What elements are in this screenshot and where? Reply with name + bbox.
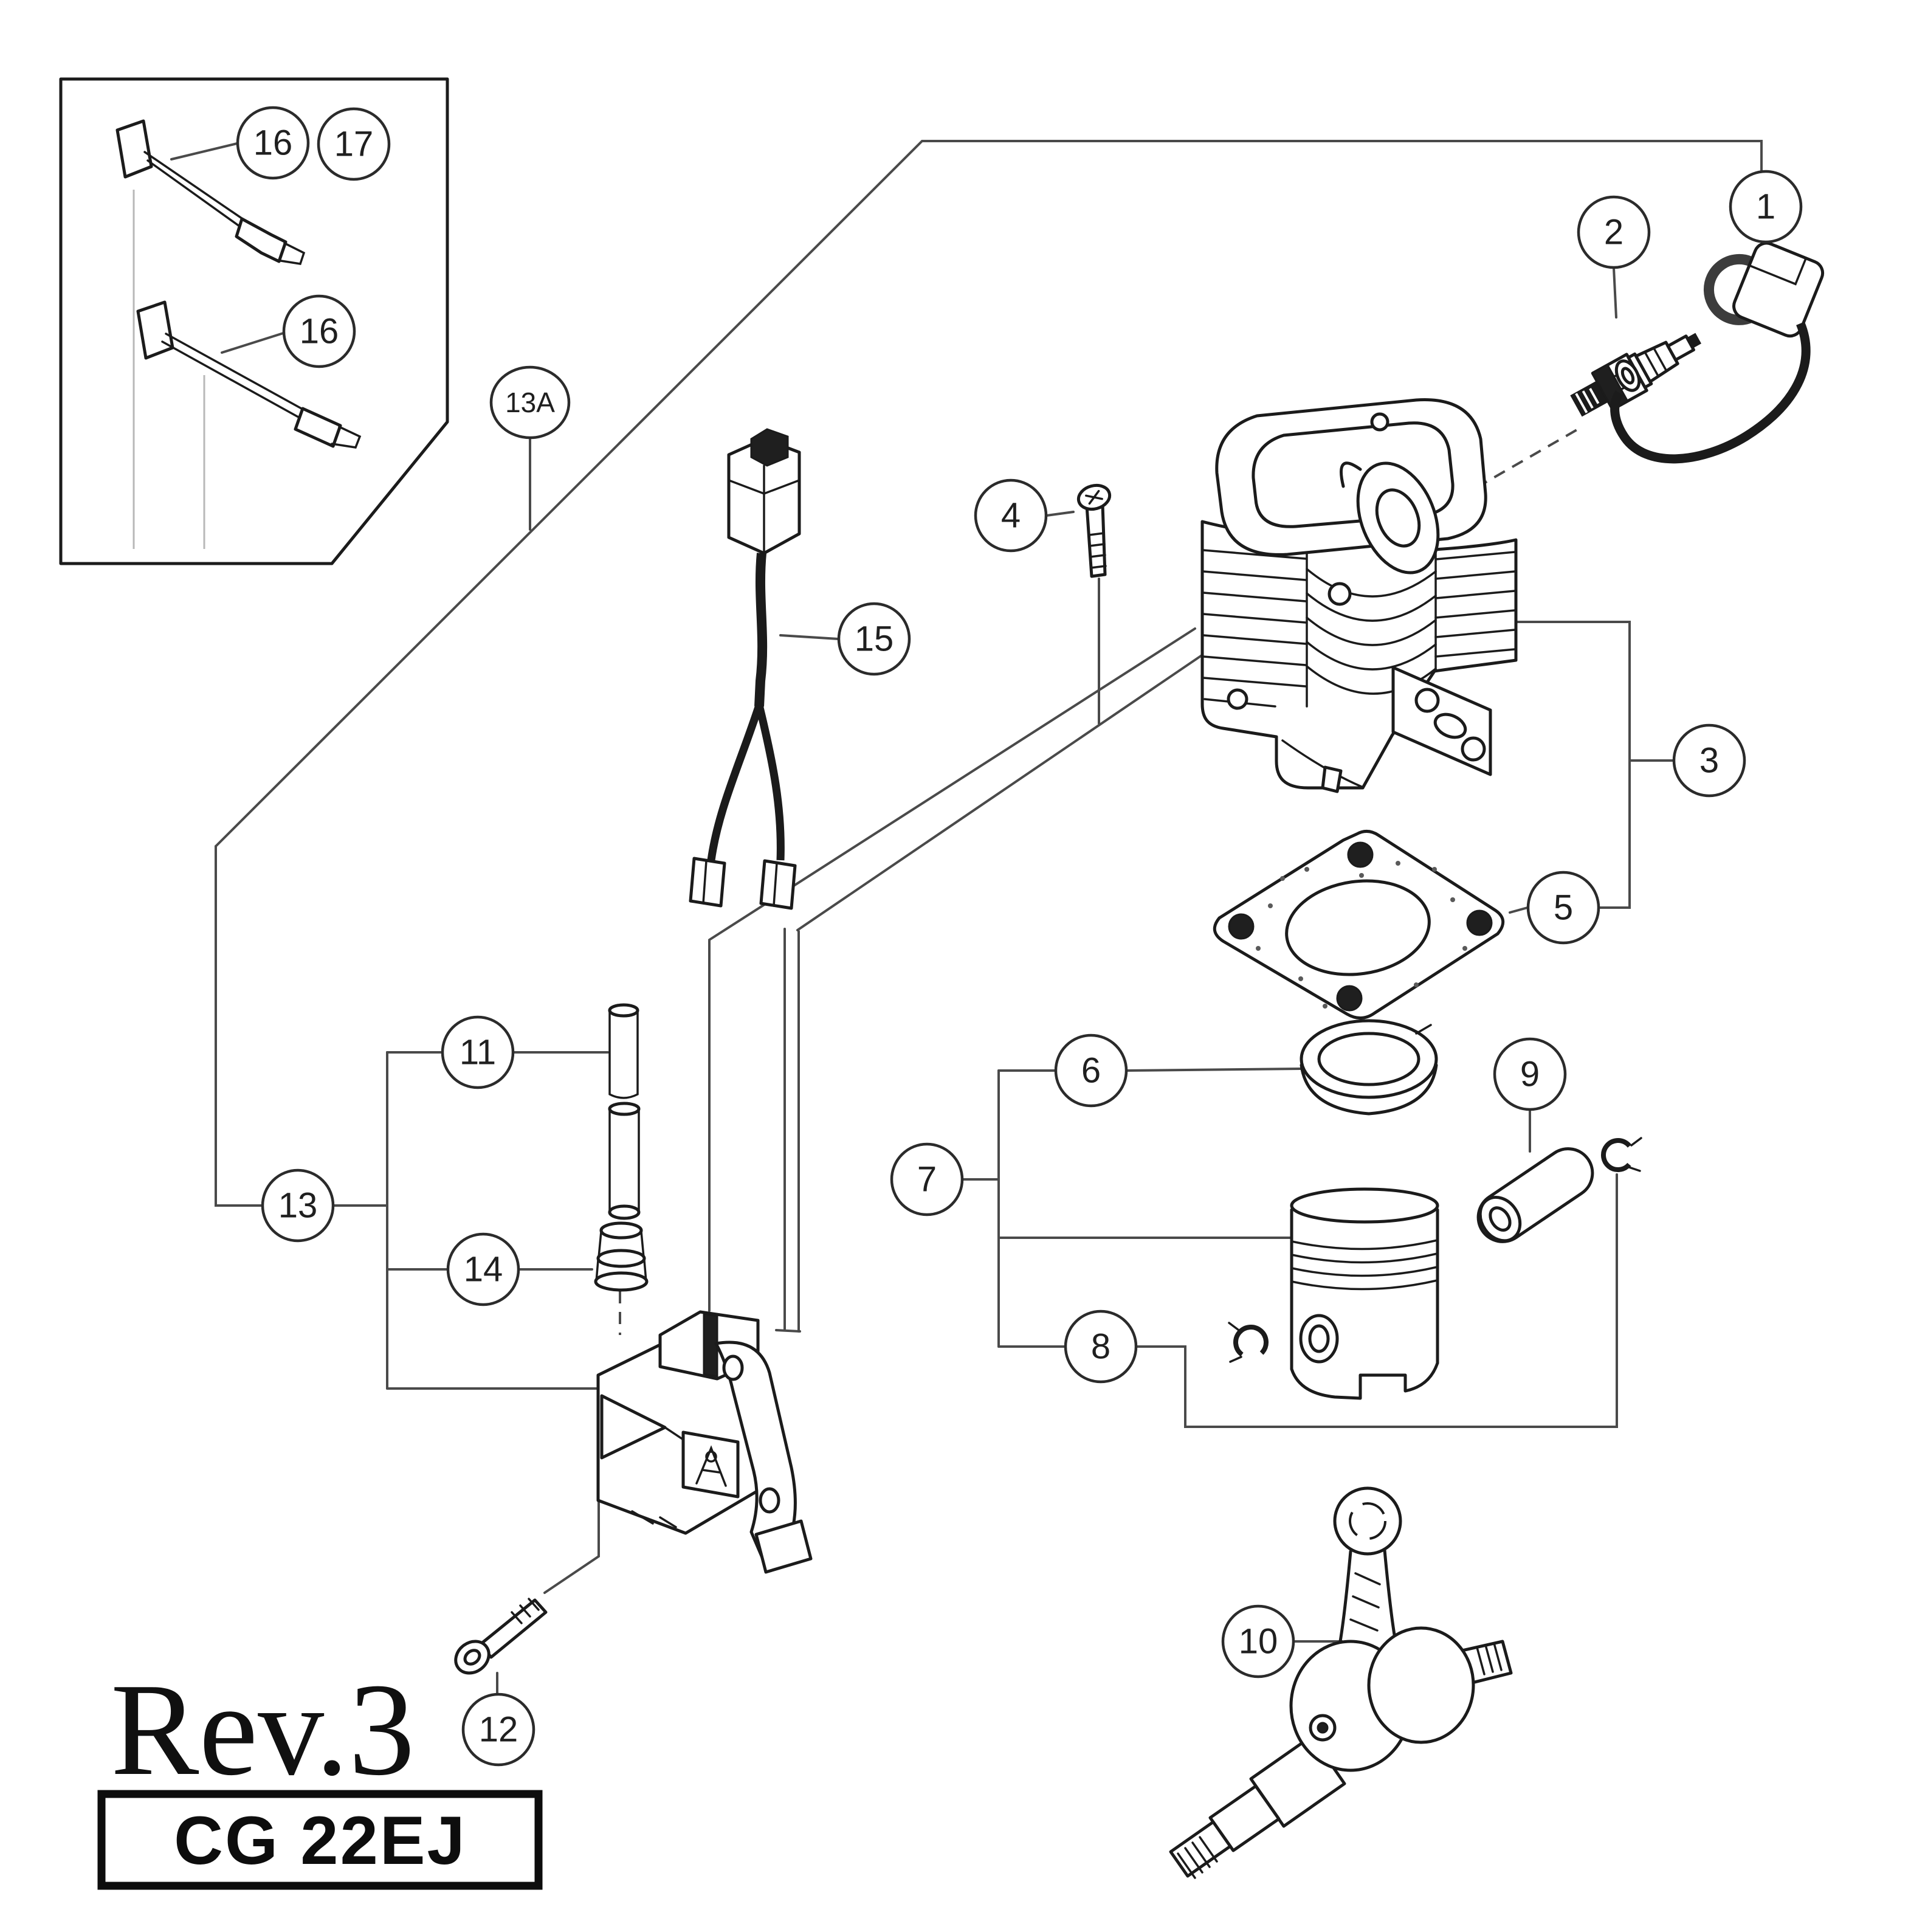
svg-text:13A: 13A — [505, 387, 555, 418]
grommet-illustration — [594, 1221, 649, 1292]
circlip-illustration-right — [1601, 1137, 1642, 1172]
crankshaft-illustration — [1169, 1486, 1513, 1879]
piston-ring-illustration — [1300, 1019, 1438, 1116]
ignition-coil-illustration — [596, 1310, 813, 1574]
callout-13a: 13A — [489, 365, 571, 440]
bolt-illustration-4 — [1076, 483, 1112, 578]
model-label-box: CG 22EJ — [97, 1790, 543, 1890]
gasket-texture — [1256, 861, 1467, 1009]
svg-text:16: 16 — [253, 123, 293, 163]
callout-3: 3 — [1672, 723, 1746, 798]
svg-text:9: 9 — [1520, 1055, 1540, 1094]
callout-15: 15 — [837, 602, 911, 676]
svg-text:3: 3 — [1699, 741, 1719, 781]
svg-text:2: 2 — [1604, 213, 1623, 252]
svg-text:16: 16 — [300, 312, 339, 351]
bolt-illustration-12 — [454, 1598, 548, 1675]
callout-12: 12 — [461, 1692, 535, 1767]
piston-pin-illustration — [1476, 1147, 1594, 1243]
callout-14: 14 — [446, 1232, 520, 1306]
leader-lines — [215, 140, 1767, 1695]
svg-text:6: 6 — [1081, 1051, 1101, 1091]
callout-7: 7 — [890, 1142, 964, 1216]
svg-text:10: 10 — [1239, 1622, 1278, 1661]
inset-box — [59, 77, 449, 565]
callout-8: 8 — [1064, 1309, 1138, 1384]
svg-text:1: 1 — [1756, 187, 1775, 227]
piston-illustration — [1290, 1187, 1439, 1400]
svg-text:4: 4 — [1001, 496, 1021, 536]
callout-6: 6 — [1054, 1033, 1128, 1108]
callout-16-upper: 16 — [236, 106, 310, 180]
ignition-lead-illustration — [1610, 241, 1825, 464]
stop-switch-wire-illustration — [689, 428, 801, 910]
callout-11: 11 — [441, 1015, 515, 1089]
svg-text:14: 14 — [464, 1250, 503, 1289]
svg-text:11: 11 — [460, 1033, 496, 1072]
svg-text:8: 8 — [1091, 1327, 1110, 1367]
callout-4: 4 — [974, 478, 1048, 553]
revision-label: Rev.3 — [111, 1657, 415, 1803]
lead-wire-illustration-upper — [115, 119, 306, 265]
gasket-illustration — [1213, 830, 1505, 1019]
tube-illustration — [608, 1003, 641, 1220]
callouts: 1 2 3 4 5 6 7 8 — [236, 106, 1803, 1767]
callout-10: 10 — [1221, 1604, 1295, 1678]
cylinder-illustration — [1200, 398, 1518, 793]
callout-5: 5 — [1526, 871, 1600, 945]
svg-text:12: 12 — [479, 1710, 518, 1750]
svg-text:15: 15 — [855, 619, 894, 659]
callout-9: 9 — [1493, 1037, 1567, 1111]
circlip-illustration-left — [1228, 1322, 1269, 1363]
svg-text:5: 5 — [1554, 888, 1573, 928]
callout-16-lower: 16 — [282, 294, 356, 368]
callout-1: 1 — [1729, 170, 1803, 244]
model-label: CG 22EJ — [174, 1803, 467, 1879]
svg-text:13: 13 — [278, 1186, 318, 1226]
lead-wire-illustration-lower — [136, 300, 362, 449]
svg-text:7: 7 — [917, 1160, 937, 1199]
assembly-plane-outline — [215, 140, 1763, 847]
inset-box-border — [59, 77, 449, 565]
svg-text:17: 17 — [334, 125, 374, 164]
callout-17: 17 — [317, 107, 391, 181]
callout-2: 2 — [1577, 195, 1651, 269]
callout-13: 13 — [261, 1168, 335, 1243]
